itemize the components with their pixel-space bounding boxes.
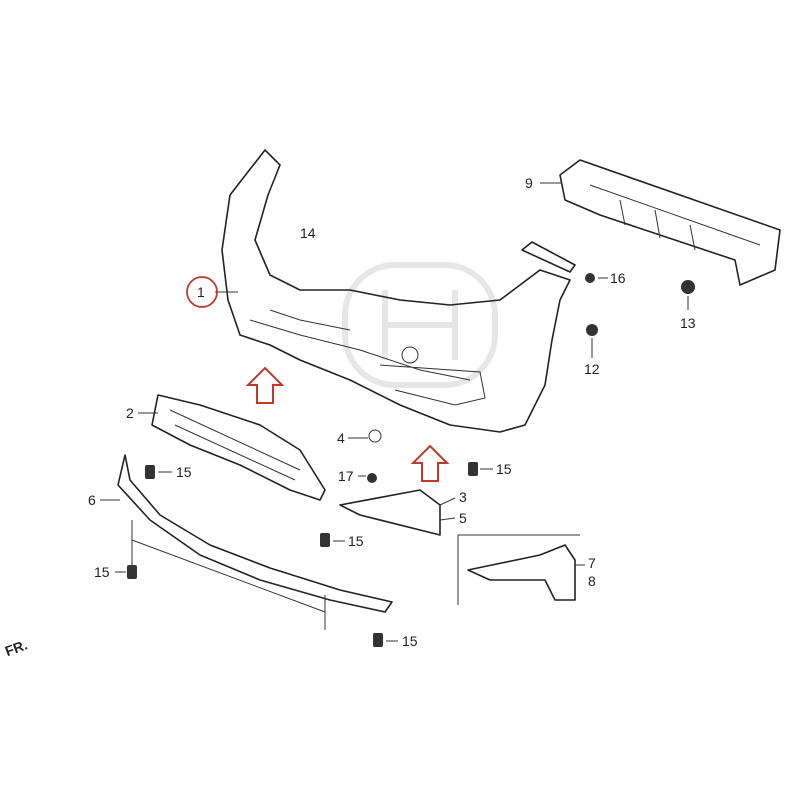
- front-direction-marker: FR.: [3, 636, 30, 659]
- callout-1: 1: [197, 284, 205, 300]
- callout-15: 15: [402, 633, 418, 649]
- upper-bracket: [521, 241, 576, 273]
- bumper-cover: [221, 149, 571, 433]
- arrow-up-icon: [245, 366, 285, 404]
- callout-7: 7: [588, 555, 596, 571]
- callout-15: 15: [348, 533, 364, 549]
- side-garnish: [339, 489, 441, 536]
- leader-lines: [100, 182, 689, 642]
- lower-grille: [151, 394, 326, 501]
- callout-16: 16: [610, 270, 626, 286]
- callout-13: 13: [680, 315, 696, 331]
- clip-icons: [127, 273, 695, 647]
- callout-5: 5: [459, 510, 467, 526]
- callout-4: 4: [337, 430, 345, 446]
- callout-15: 15: [496, 461, 512, 477]
- callout-17: 17: [338, 468, 354, 484]
- lower-spoiler: [117, 454, 393, 613]
- callout-6: 6: [88, 492, 96, 508]
- callout-15: 15: [176, 464, 192, 480]
- callout-12: 12: [584, 361, 600, 377]
- highlight-circle: [186, 276, 218, 308]
- arrow-up-icon: [410, 444, 450, 482]
- honda-watermark: [342, 262, 498, 388]
- callout-9: 9: [525, 175, 533, 191]
- side-cover: [467, 544, 576, 601]
- callout-14: 14: [300, 225, 316, 241]
- callout-8: 8: [588, 573, 596, 589]
- bumper-beam: [559, 159, 781, 286]
- callout-2: 2: [126, 405, 134, 421]
- callout-15: 15: [94, 564, 110, 580]
- callout-3: 3: [459, 489, 467, 505]
